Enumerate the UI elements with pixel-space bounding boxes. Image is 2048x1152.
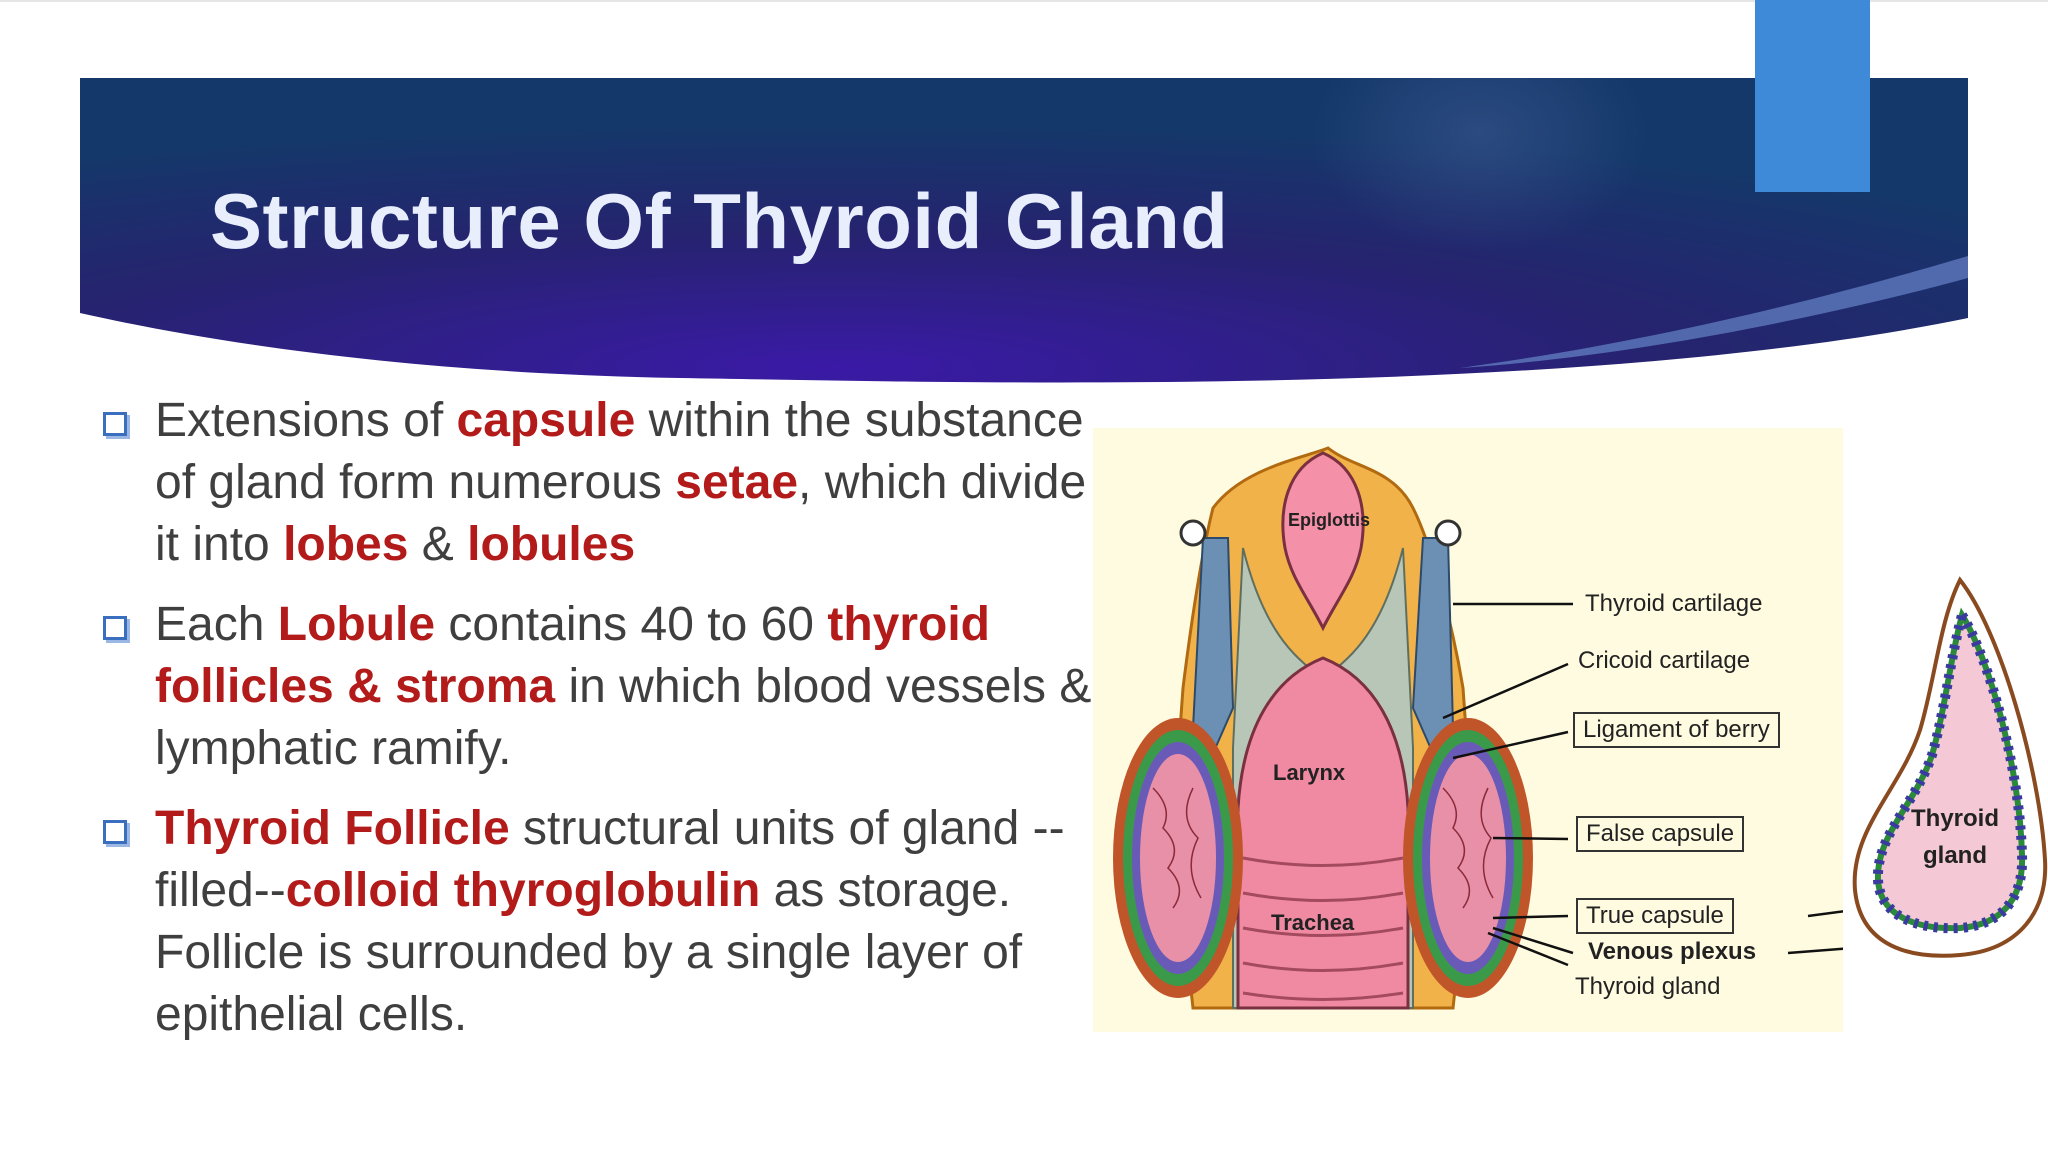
bullet-list: Extensions of capsule within the substan… [100, 390, 1100, 1064]
bullet-item: Extensions of capsule within the substan… [100, 390, 1100, 576]
label-cricoid-cartilage: Cricoid cartilage [1578, 647, 1751, 674]
checkbox-bullet-icon [103, 616, 127, 640]
bullet-item: Each Lobule contains 40 to 60 thyroid fo… [100, 594, 1100, 780]
label-true-capsule: True capsule [1576, 898, 1734, 934]
header-banner [80, 78, 1968, 383]
side-label-gland: gland [1923, 842, 1987, 869]
checkbox-bullet-icon [103, 820, 127, 844]
label-venous-plexus: Venous plexus [1588, 938, 1757, 965]
checkbox-bullet-icon [103, 412, 127, 436]
slide-title: Structure Of Thyroid Gland [210, 177, 1229, 265]
highlight-lobes: lobes [283, 518, 409, 571]
highlight-colloid: colloid thyroglobulin [285, 864, 761, 917]
label-epiglottis: Epiglottis [1288, 510, 1370, 530]
thyroid-cross-section [1852, 576, 2048, 958]
anatomy-illustration [1113, 446, 1843, 1010]
side-label-thyroid: Thyroid [1911, 805, 1999, 832]
highlight-follicles: thyroid follicles & stroma [155, 598, 990, 713]
highlight-lobule: Lobule [277, 598, 436, 651]
bullet-item: Thyroid Follicle structural units of gla… [100, 798, 1100, 1046]
thyroid-diagram: Epiglottis Larynx Trachea Thyroid cartil… [1093, 428, 1843, 1032]
accent-tab [1755, 0, 1870, 192]
top-border [0, 0, 2048, 2]
label-thyroid-cartilage: Thyroid cartilage [1585, 590, 1763, 617]
label-trachea: Trachea [1271, 910, 1355, 935]
label-false-capsule: False capsule [1576, 816, 1745, 852]
highlight-thyroid-follicle: Thyroid Follicle [155, 802, 510, 855]
highlight-setae: setae [675, 456, 799, 509]
highlight-capsule: capsule [456, 394, 636, 447]
label-larynx: Larynx [1273, 760, 1346, 785]
label-ligament-of-berry: Ligament of berry [1573, 712, 1780, 748]
label-thyroid-gland: Thyroid gland [1575, 973, 1721, 1000]
highlight-lobules: lobules [467, 518, 636, 571]
